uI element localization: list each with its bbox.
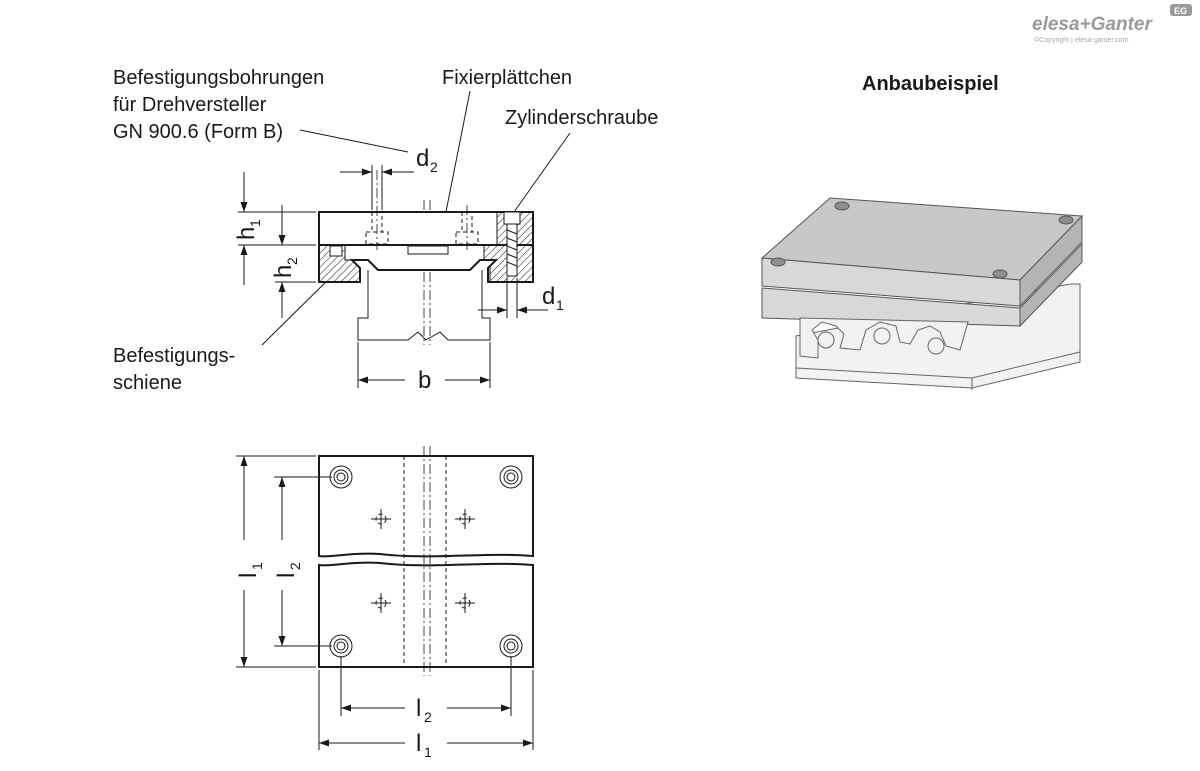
label-mounting-holes-3: GN 900.6 (Form B)	[113, 121, 283, 143]
svg-text:2: 2	[284, 257, 300, 265]
fixing-plate	[407, 245, 449, 255]
svg-text:d: d	[542, 283, 555, 310]
section-view	[318, 170, 534, 345]
dim-d1: d 1	[542, 283, 564, 313]
svg-text:1: 1	[249, 562, 265, 570]
svg-text:2: 2	[424, 709, 432, 725]
dim-h1: h 1	[233, 219, 263, 240]
logo-badge	[1170, 4, 1192, 16]
svg-text:l: l	[416, 695, 421, 722]
svg-text:2: 2	[430, 159, 438, 175]
top-view-lower-half	[318, 561, 534, 668]
dim-l1-vertical: l 1	[235, 562, 265, 578]
hole-top-right	[499, 465, 523, 489]
section-dimensions: h 1 h 2 d 2 d 1 b	[233, 145, 564, 394]
svg-text:1: 1	[424, 744, 432, 760]
dim-l2-vertical: l 2	[273, 562, 303, 578]
svg-text:1: 1	[247, 219, 263, 227]
label-cylinder-screw: Zylinderschraube	[505, 107, 658, 129]
label-mounting-holes-1: Befestigungsbohrungen	[113, 67, 324, 89]
dim-b: b	[418, 367, 431, 394]
svg-text:d: d	[416, 145, 429, 172]
label-mounting-rail-1: Befestigungs-	[113, 345, 235, 367]
title-example: Anbaubeispiel	[862, 73, 999, 95]
hidden-hole-marks	[371, 509, 475, 613]
dim-d2: d 2	[416, 145, 438, 175]
svg-text:1: 1	[556, 297, 564, 313]
callout-labels: Befestigungsbohrungen für Drehversteller…	[113, 67, 999, 394]
svg-text:h: h	[233, 227, 260, 240]
dim-l1-horizontal: l 1	[416, 730, 432, 760]
svg-text:l: l	[273, 573, 300, 578]
top-view-upper-half	[318, 455, 534, 558]
label-mounting-holes-2: für Drehversteller	[113, 94, 267, 116]
dim-l2-horizontal: l 2	[416, 695, 432, 725]
logo-badge-text: EG	[1174, 6, 1187, 16]
logo-text: elesa+Ganter	[1032, 14, 1153, 35]
label-fixing-plate: Fixierplättchen	[442, 67, 572, 89]
svg-text:l: l	[416, 730, 421, 757]
copyright-text: ©Copyright | elesa-ganter.com	[1034, 36, 1129, 44]
isometric-example	[760, 197, 1084, 390]
label-mounting-rail-2: schiene	[113, 372, 182, 394]
brand-logo: elesa+Ganter EG ©Copyright | elesa-gante…	[1032, 4, 1192, 44]
svg-text:2: 2	[287, 562, 303, 570]
section-hatch-bottom-left	[318, 244, 361, 283]
screw-head	[503, 211, 521, 225]
dim-h2: h 2	[270, 257, 300, 278]
top-view-dimensions: l 1 l 2 l 2 l 1	[235, 455, 534, 760]
top-view	[318, 446, 534, 676]
svg-text:l: l	[235, 573, 262, 578]
svg-text:h: h	[270, 265, 297, 278]
